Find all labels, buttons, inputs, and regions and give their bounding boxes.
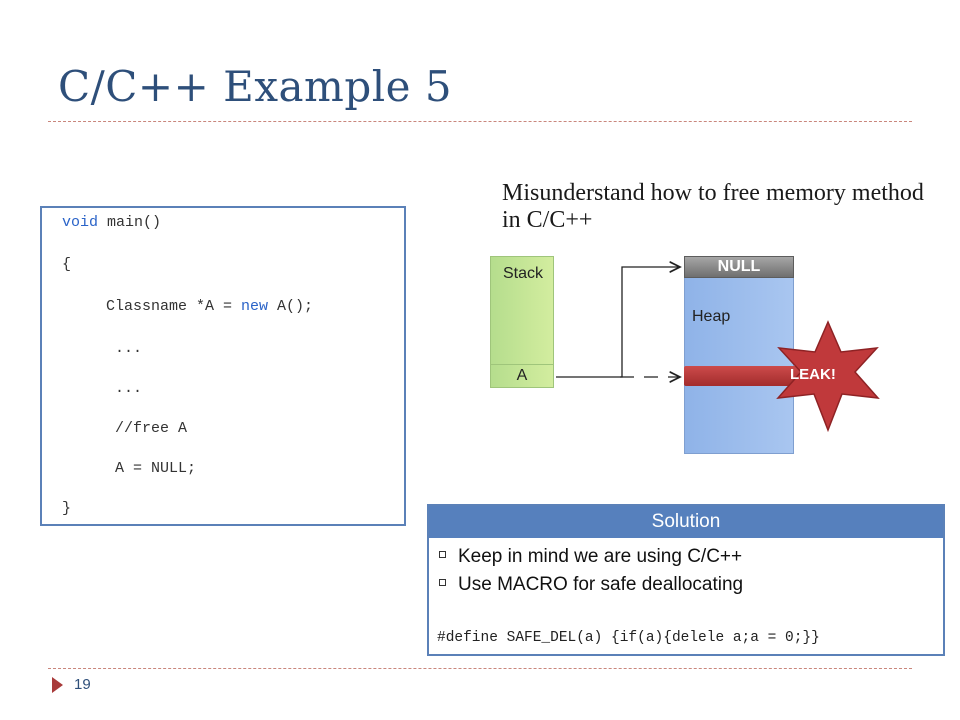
footer-divider bbox=[48, 668, 912, 669]
stack-block: Stack A bbox=[490, 256, 554, 388]
code-line: { bbox=[62, 256, 72, 273]
stack-label: Stack bbox=[502, 265, 543, 282]
leak-label: LEAK! bbox=[790, 366, 836, 383]
code-line: //free A bbox=[70, 420, 188, 437]
diagram-caption: Misunderstand how to free memory method … bbox=[502, 180, 924, 233]
code-line: ... bbox=[70, 380, 143, 397]
solution-box: Solution Keep in mind we are using C/C++… bbox=[427, 504, 945, 656]
null-pointer-arrow bbox=[556, 267, 680, 378]
heap-block bbox=[684, 256, 794, 454]
macro-definition: #define SAFE_DEL(a) {if(a){delele a;a = … bbox=[437, 630, 820, 646]
slide-title: C/C++ Example 5 bbox=[58, 62, 453, 111]
code-line: void main() bbox=[62, 214, 162, 231]
stack-cell-a: A bbox=[491, 364, 553, 387]
code-line: } bbox=[62, 500, 72, 517]
solution-header: Solution bbox=[429, 506, 943, 538]
solution-bullet: Use MACRO for safe deallocating bbox=[439, 574, 743, 596]
square-bullet-icon bbox=[439, 551, 446, 559]
page-number: 19 bbox=[74, 676, 91, 693]
solution-bullet: Keep in mind we are using C/C++ bbox=[439, 546, 742, 568]
page-marker-icon bbox=[52, 677, 63, 693]
null-bar: NULL bbox=[684, 256, 794, 278]
square-bullet-icon bbox=[439, 579, 446, 587]
code-box: void main() { Classname *A = new A(); ..… bbox=[40, 206, 406, 526]
heap-label: Heap bbox=[692, 308, 731, 325]
code-line: A = NULL; bbox=[70, 460, 197, 477]
title-divider bbox=[48, 121, 912, 122]
code-line: Classname *A = new A(); bbox=[70, 298, 314, 315]
code-line: ... bbox=[70, 340, 143, 357]
